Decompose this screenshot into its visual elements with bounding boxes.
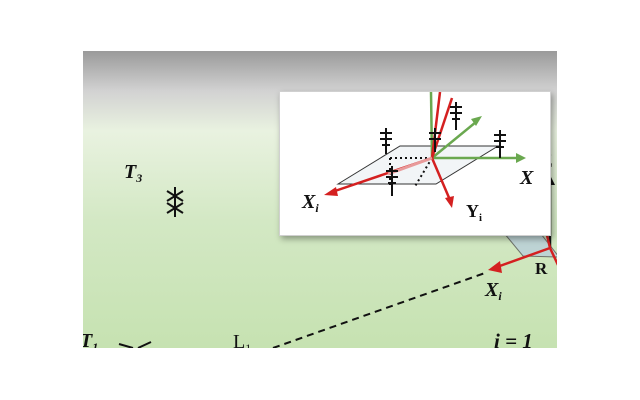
inset-drawing xyxy=(324,92,526,208)
inset-label-xi: Xi xyxy=(302,191,319,215)
label-t3: T3 xyxy=(124,161,143,185)
inset-tower-icon-4 xyxy=(494,130,506,158)
tower-t3-icon xyxy=(166,187,184,217)
inset-tower-icons xyxy=(380,102,506,196)
label-l1: L1 xyxy=(233,331,252,348)
inset-label-yi: Yi xyxy=(466,201,482,224)
label-r: R xyxy=(535,259,548,278)
inset-panel: X Xi Yi xyxy=(279,91,551,236)
diagram-figure: T3 T1 L1 Z Zi R Xi i = 1 xyxy=(83,51,557,348)
inset-green-axes xyxy=(429,92,526,163)
label-xi-main: Xi xyxy=(485,279,502,303)
inset-ground-plane xyxy=(336,145,500,185)
inset-tower-icon-1 xyxy=(380,128,392,154)
inset-tower-icon-2 xyxy=(429,128,441,152)
inset-tower-icon-3 xyxy=(450,102,462,130)
label-t1: T1 xyxy=(83,331,99,348)
tower-t1-icon xyxy=(118,341,152,348)
label-iteration: i = 1 xyxy=(494,329,533,349)
inset-tower-icon-5 xyxy=(386,166,398,196)
dashed-sight-line xyxy=(272,272,486,348)
inset-label-x: X xyxy=(520,167,534,189)
